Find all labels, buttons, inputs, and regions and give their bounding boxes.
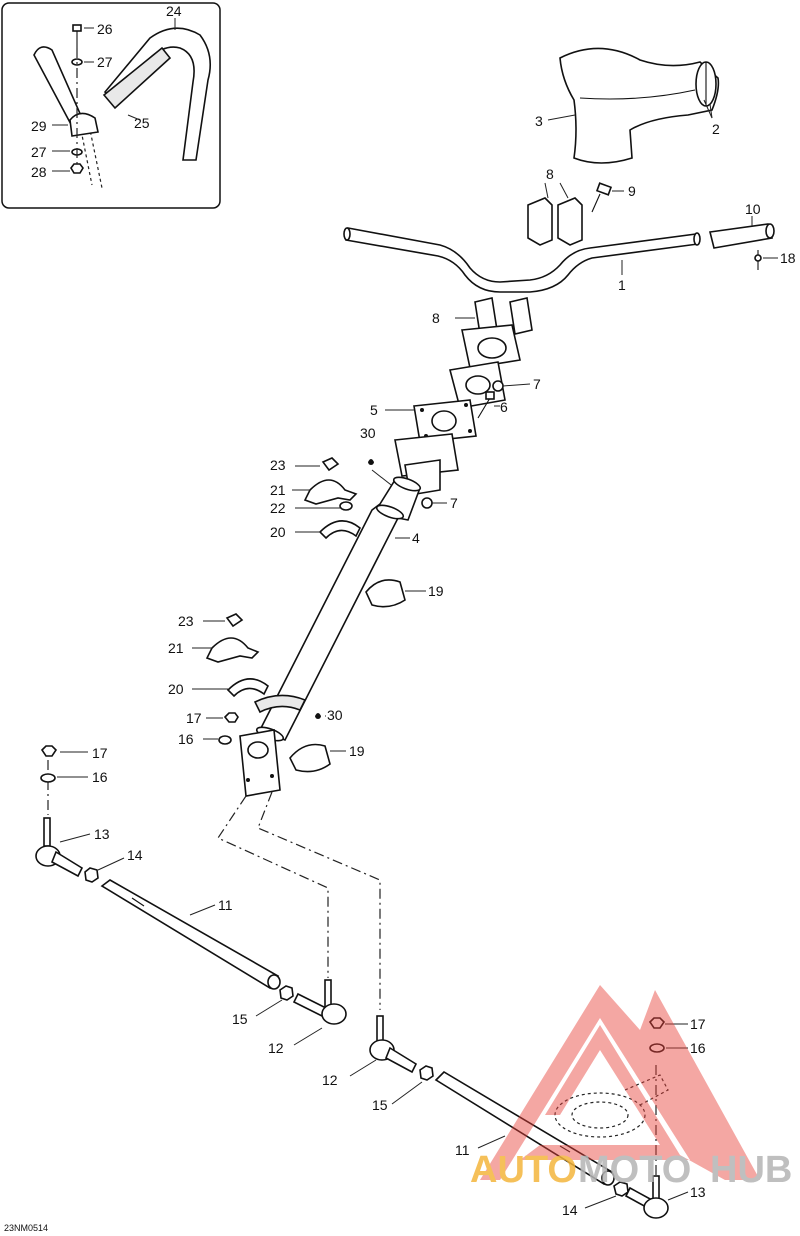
watermark-auto: AUTO	[470, 1149, 577, 1191]
grip: 10 18	[709, 201, 796, 270]
callout-8: 8	[432, 310, 440, 326]
callout-14: 14	[562, 1202, 578, 1218]
callout-20: 20	[270, 524, 286, 540]
handlebar: 1	[343, 227, 701, 293]
callout-19: 19	[428, 583, 444, 599]
watermark-moto: MOTO	[578, 1149, 691, 1191]
callout-16: 16	[92, 769, 108, 785]
callout-2: 2	[712, 121, 720, 137]
callout-27: 27	[31, 144, 47, 160]
callout-15: 15	[232, 1011, 248, 1027]
callout-30: 30	[360, 425, 376, 441]
steering-column-tube: 4	[253, 476, 422, 742]
callout-17: 17	[186, 710, 202, 726]
callout-15: 15	[372, 1097, 388, 1113]
diagram-code: 23NM0514	[4, 1223, 48, 1233]
callout-13: 13	[94, 826, 110, 842]
callout-13: 13	[690, 1184, 706, 1200]
callout-27: 27	[97, 54, 113, 70]
callout-19: 19	[349, 743, 365, 759]
callout-21: 21	[168, 640, 184, 656]
callout-14: 14	[127, 847, 143, 863]
callout-16: 16	[178, 731, 194, 747]
callout-17: 17	[92, 745, 108, 761]
callout-23: 23	[270, 457, 286, 473]
upper-bushing-group: 23 21 22 20 19	[270, 457, 444, 608]
callout-9: 9	[628, 183, 636, 199]
callout-22: 22	[270, 500, 286, 516]
callout-30: 30	[327, 707, 343, 723]
callout-12: 12	[322, 1072, 338, 1088]
callout-6: 6	[500, 399, 508, 415]
callout-7: 7	[533, 376, 541, 392]
tie-rod-right: 12 15 11 14 13 17 16	[322, 1015, 706, 1219]
callout-20: 20	[168, 681, 184, 697]
automotohub-watermark: AUTO MOTO HUB	[470, 985, 792, 1191]
callout-28: 28	[31, 164, 47, 180]
callout-11: 11	[455, 1142, 470, 1158]
callout-21: 21	[270, 482, 286, 498]
callout-16: 16	[690, 1040, 706, 1056]
callout-25: 25	[134, 115, 150, 131]
callout-11: 11	[218, 897, 233, 913]
callout-4: 4	[412, 530, 420, 546]
callout-12: 12	[268, 1040, 284, 1056]
callout-24: 24	[166, 3, 182, 19]
callout-7: 7	[450, 495, 458, 511]
steering-column-upper: 8 7 5 6 7 30	[360, 297, 541, 511]
callout-1: 1	[618, 277, 626, 293]
callout-5: 5	[370, 402, 378, 418]
callout-18: 18	[780, 250, 796, 266]
callout-10: 10	[745, 201, 761, 217]
handlebar-pad: 3 2	[535, 47, 720, 164]
lower-bushing-group: 23 21 20 17 16 30 19	[168, 613, 365, 797]
callout-23: 23	[178, 613, 194, 629]
inset-detail: 26 27 24 25 29 27 28	[1, 2, 221, 209]
alignment-lines	[47, 760, 669, 1175]
callout-26: 26	[97, 21, 113, 37]
callout-17: 17	[690, 1016, 706, 1032]
callout-8: 8	[546, 166, 554, 182]
callout-29: 29	[31, 118, 47, 134]
watermark-hub: HUB	[710, 1149, 792, 1191]
callout-3: 3	[535, 113, 543, 129]
handlebar-clamp-top: 8 9	[527, 166, 636, 246]
tie-rod-left: 17 16 13 14 11 15 12	[35, 745, 347, 1056]
